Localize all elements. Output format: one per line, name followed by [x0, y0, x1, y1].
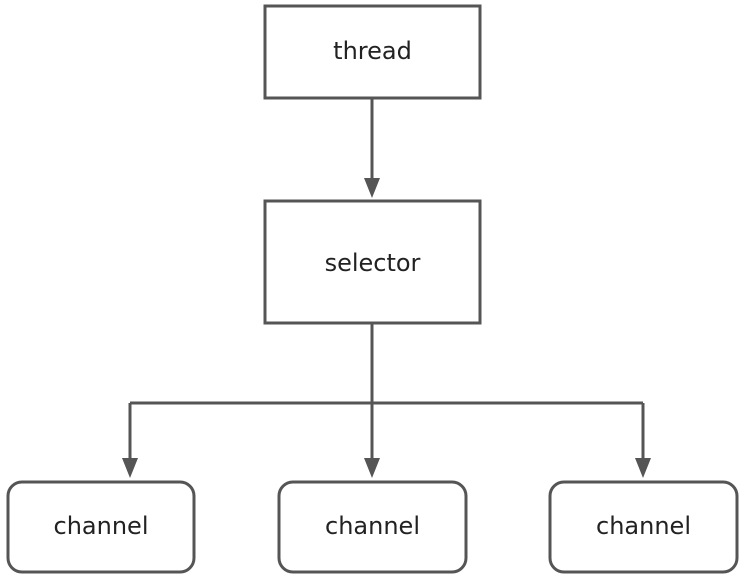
arrowhead-channel-3	[635, 458, 651, 478]
selector-node: selector	[263, 199, 482, 325]
arrowhead-selector	[364, 178, 380, 198]
channel-node-1: channel	[6, 480, 196, 574]
thread-label: thread	[333, 37, 412, 65]
channel-box-3	[548, 480, 739, 574]
channel-label-3: channel	[596, 512, 691, 540]
arrowhead-channel-1	[122, 458, 138, 478]
channel-node-3: channel	[548, 480, 739, 574]
channel-node-2: channel	[277, 480, 468, 574]
selector-box	[263, 199, 482, 325]
channel-box-2	[277, 480, 468, 574]
arrowhead-channel-2	[364, 458, 380, 478]
channel-label-2: channel	[325, 512, 420, 540]
selector-label: selector	[325, 249, 421, 277]
channel-box-1	[6, 480, 196, 574]
thread-node: thread	[263, 4, 482, 100]
thread-box	[263, 4, 482, 100]
channel-label-1: channel	[54, 512, 149, 540]
